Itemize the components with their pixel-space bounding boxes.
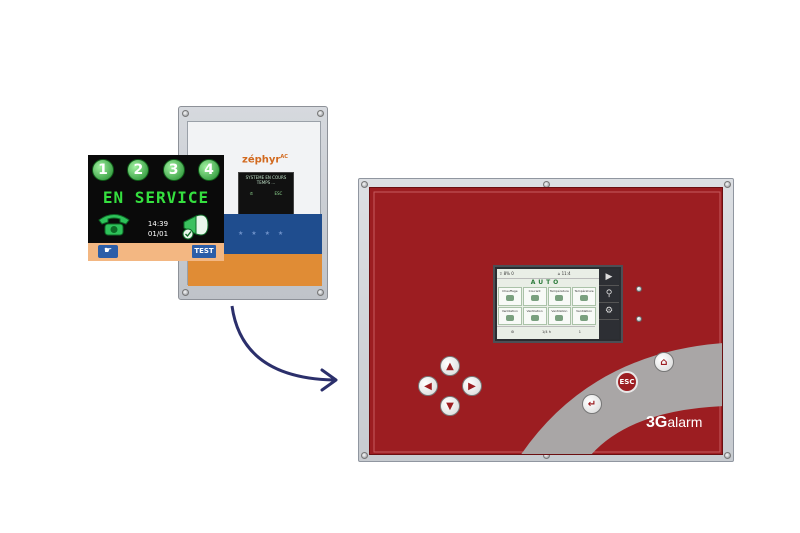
arrow-up-button[interactable]: ▲ — [440, 356, 460, 376]
lcd-status-bar: ⇧ 8% 0 ⌂ 11:4 — [497, 269, 619, 279]
status-led — [636, 316, 642, 322]
star-dots: ★ ★ ★ ★ — [238, 230, 287, 237]
lightning-icon — [530, 295, 539, 301]
test-button[interactable]: TEST — [192, 245, 216, 258]
grey-swoosh — [373, 191, 722, 454]
red-front-panel: ⇧ 8% 0 ⌂ 11:4 AUTO Chauffage Courant Tem… — [369, 187, 723, 455]
arrow-right-button[interactable]: ▶ — [462, 376, 482, 396]
flame-icon — [505, 295, 514, 301]
lcd-zone-cell[interactable]: Ventilation — [547, 306, 572, 325]
screen-footer: ☛ TEST — [88, 243, 224, 261]
megaphone-icon — [182, 214, 209, 240]
thermometer-icon — [555, 295, 564, 301]
channel-2-button[interactable]: 2 — [127, 159, 150, 181]
zephyr-screen-header: SYSTEME EN COURS TEMPS ... — [245, 175, 287, 185]
gears-icon[interactable]: ⚙ — [599, 303, 619, 320]
3galarm-logo: 3Galarm — [646, 414, 703, 431]
fan-icon — [580, 314, 589, 321]
date-value: 01/01 — [147, 230, 169, 238]
fan-icon — [530, 314, 539, 321]
fan-icon — [505, 314, 514, 321]
screw — [724, 181, 731, 188]
channel-buttons: 1 2 3 4 — [92, 159, 220, 181]
lcd-zone-cell[interactable]: Courant — [522, 287, 547, 306]
time-display: 14:39 01/01 — [146, 219, 170, 239]
arrow-left-button[interactable]: ◀ — [418, 376, 438, 396]
thermometer-icon — [580, 295, 589, 301]
screw — [724, 452, 731, 459]
status-led — [636, 286, 642, 292]
lcd-status-left: ⇧ 8% 0 — [499, 271, 514, 276]
lcd-mode: AUTO — [530, 279, 562, 286]
lcd-status-right: ⌂ 11:4 — [557, 271, 571, 276]
screw — [317, 289, 324, 296]
lcd-zone-cell[interactable]: Température — [547, 287, 572, 306]
status-text: EN SERVICE — [102, 188, 210, 207]
esc-button[interactable]: ESC — [616, 371, 638, 393]
lcd-footer-count: 1 — [578, 329, 582, 334]
screw — [182, 289, 189, 296]
phone-icon: ✆ — [249, 191, 254, 196]
transition-arrow-icon — [230, 305, 338, 392]
old-touch-screen: 1 2 3 4 EN SERVICE 14:39 01/01 ☛ TEST — [88, 155, 224, 261]
fan-icon — [555, 314, 564, 321]
home-button[interactable]: ⌂ — [654, 352, 674, 372]
screw — [361, 181, 368, 188]
lcd-screen[interactable]: ⇧ 8% 0 ⌂ 11:4 AUTO Chauffage Courant Tem… — [493, 265, 623, 343]
lcd-footer: ⚙ 1/4 h 1 — [497, 326, 595, 336]
lcd-side-menu: ▶ ⚲ ⚙ — [599, 269, 619, 339]
play-icon[interactable]: ▶ — [599, 269, 619, 286]
screw — [361, 452, 368, 459]
enter-button[interactable]: ↵ — [582, 394, 602, 414]
lcd-display: ⇧ 8% 0 ⌂ 11:4 AUTO Chauffage Courant Tem… — [497, 269, 619, 339]
magnifier-icon[interactable]: ⚲ — [599, 286, 619, 303]
channel-3-button[interactable]: 3 — [162, 159, 185, 181]
lcd-zone-cell[interactable]: Ventilation — [498, 306, 522, 325]
lcd-zone-grid: Chauffage Courant Température Températur… — [498, 287, 596, 325]
lcd-footer-icon: ⚙ — [510, 329, 515, 334]
lcd-zone-cell[interactable]: Température — [572, 287, 596, 306]
zephyr-logo: zéphyrAC — [242, 154, 288, 166]
lcd-zone-cell[interactable]: Chauffage — [498, 287, 522, 306]
channel-4-button[interactable]: 4 — [197, 159, 220, 181]
lcd-zone-cell[interactable]: Ventilation — [572, 306, 596, 325]
screw — [317, 110, 324, 117]
time-value: 14:39 — [147, 220, 169, 228]
ecorel-logo: ECOREL — [238, 300, 292, 313]
lcd-footer-interval: 1/4 h — [541, 329, 551, 334]
screw — [182, 110, 189, 117]
arrow-down-button[interactable]: ▼ — [440, 396, 460, 416]
hand-icon[interactable]: ☛ — [98, 245, 118, 258]
lcd-zone-cell[interactable]: Ventilation — [522, 306, 547, 325]
zephyr-screen-row: ✆ ESC — [239, 191, 293, 196]
telephone-icon — [98, 214, 130, 236]
new-3galarm-device: ⇧ 8% 0 ⌂ 11:4 AUTO Chauffage Courant Tem… — [358, 178, 734, 462]
esc-label: ESC — [274, 191, 283, 196]
channel-1-button[interactable]: 1 — [92, 159, 114, 181]
